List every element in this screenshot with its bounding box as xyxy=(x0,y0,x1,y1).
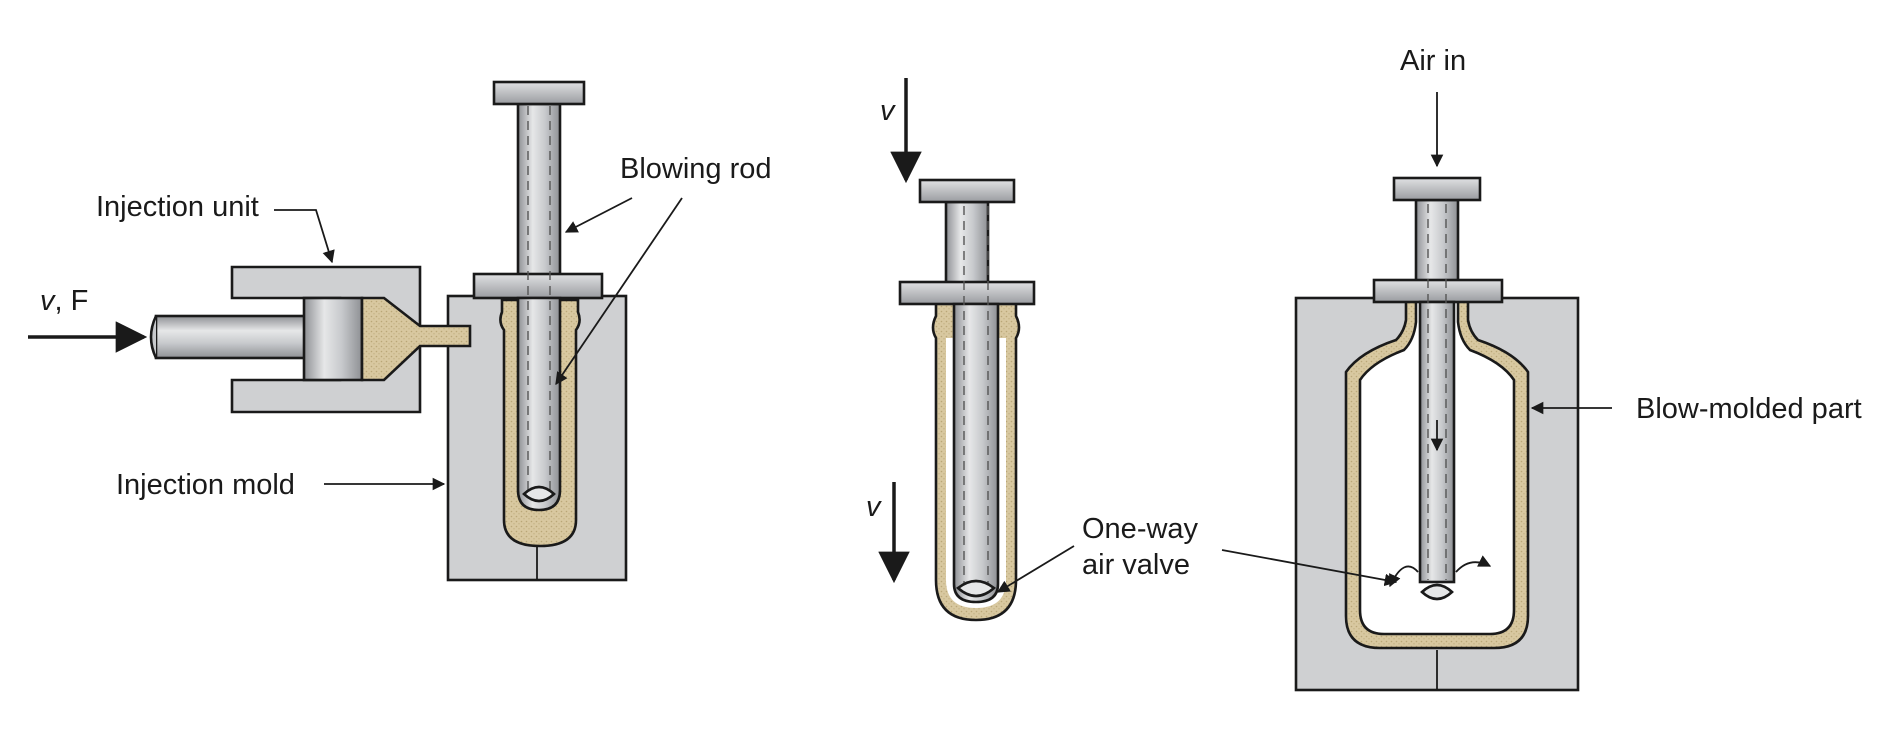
blowing-rod-1 xyxy=(472,80,604,512)
label-v-f-rest: , F xyxy=(55,285,89,317)
label-air-in: Air in xyxy=(1400,45,1466,77)
air-flow-arrow-right xyxy=(1455,555,1492,573)
label-injection-mold: Injection mold xyxy=(116,469,295,501)
injection-stage xyxy=(149,80,628,582)
label-v-bottom: v xyxy=(866,491,882,523)
label-one-way-line1: One-way xyxy=(1082,513,1199,545)
label-injection-unit: Injection unit xyxy=(96,191,259,223)
label-blowing-rod: Blowing rod xyxy=(620,153,772,185)
label-one-way-line2: air valve xyxy=(1082,549,1190,581)
label-blow-molded-part: Blow-molded part xyxy=(1636,393,1862,425)
label-v-f-v: v xyxy=(40,285,56,317)
injection-plunger-rod xyxy=(154,314,308,360)
blowing-rod-2 xyxy=(898,178,1036,604)
leaders xyxy=(28,78,1612,593)
label-v-top: v xyxy=(880,95,896,127)
molten-plastic-nozzle xyxy=(360,296,472,382)
injection-plunger-head xyxy=(302,296,364,382)
transfer-stage xyxy=(898,178,1036,622)
blow-stage xyxy=(1294,176,1580,692)
label-v-f: v, F xyxy=(40,285,88,317)
